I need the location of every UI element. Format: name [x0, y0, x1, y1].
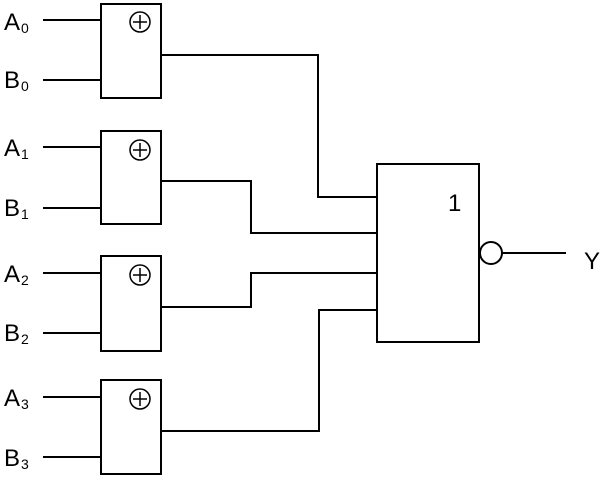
nor-gate-body	[376, 163, 480, 343]
nor-gate: 1	[376, 163, 503, 343]
connect-wire-1	[161, 180, 377, 234]
input-index-a1: 1	[21, 146, 29, 162]
xor-gate-1-body	[100, 130, 162, 225]
input-index-a0: 0	[21, 20, 29, 36]
connect-wire-0	[161, 54, 377, 198]
input-label-a2: A	[4, 261, 20, 288]
xor-gate-1	[100, 130, 162, 225]
inversion-bubble-icon	[479, 241, 503, 265]
nor-gate-label: 1	[448, 190, 461, 217]
input-index-a3: 3	[21, 396, 29, 412]
connect-wire-2	[161, 272, 377, 308]
output-label-y: Y	[584, 248, 600, 275]
xor-gate-3	[100, 379, 162, 475]
input-index-b2: 2	[21, 331, 29, 347]
xor-gate-0	[100, 3, 162, 99]
xor-symbol-icon	[129, 139, 151, 161]
input-label-b1: B	[4, 195, 20, 222]
input-index-b3: 3	[21, 456, 29, 472]
input-index-b0: 0	[21, 78, 29, 94]
input-label-b0: B	[4, 67, 20, 94]
input-index-b1: 1	[21, 206, 29, 222]
input-label-b3: B	[4, 445, 20, 472]
input-label-a3: A	[4, 385, 20, 412]
xor-symbol-icon	[129, 11, 151, 33]
xor-symbol-icon	[129, 264, 151, 286]
input-label-b2: B	[4, 320, 20, 347]
input-label-a1: A	[4, 135, 20, 162]
connect-wire-3	[161, 309, 377, 432]
xor-gate-2	[100, 255, 162, 352]
xor-symbol-icon	[129, 388, 151, 410]
input-index-a2: 2	[21, 272, 29, 288]
input-label-a0: A	[4, 9, 20, 36]
